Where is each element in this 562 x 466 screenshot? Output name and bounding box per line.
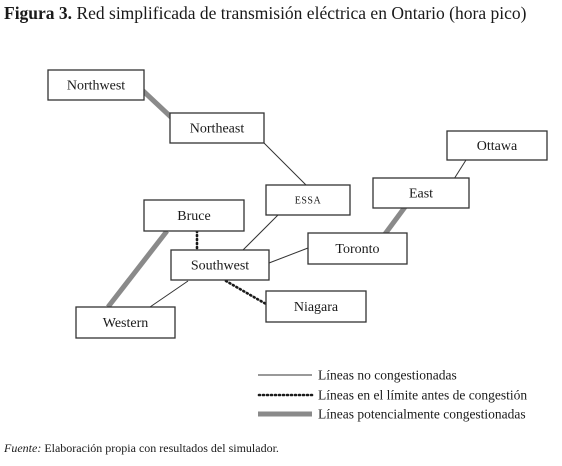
edge-southwest-niagara xyxy=(224,279,268,306)
node-box-southwest xyxy=(170,249,270,281)
node-northeast: Northeast xyxy=(169,112,265,144)
node-label-east: East xyxy=(409,187,433,202)
node-label-northwest: Northwest xyxy=(67,79,125,94)
source-note: Fuente: Elaboración propia con resultado… xyxy=(4,441,279,456)
legend-label-limit: Líneas en el límite antes de congestión xyxy=(318,388,527,403)
node-box-northeast xyxy=(169,112,265,144)
node-label-toronto: Toronto xyxy=(335,242,379,257)
edge-southwest-western xyxy=(149,280,189,308)
edge-bruce-western xyxy=(106,229,169,309)
legend-label-normal: Líneas no congestionadas xyxy=(318,368,457,383)
edges-layer xyxy=(106,86,467,309)
node-northwest: Northwest xyxy=(47,69,145,101)
node-label-southwest: Southwest xyxy=(191,259,249,274)
node-bruce: Bruce xyxy=(143,199,245,232)
edge-east-toronto xyxy=(382,205,408,236)
node-box-bruce xyxy=(143,199,245,232)
node-niagara: Niagara xyxy=(265,290,367,323)
figure-title-text: Red simplificada de transmisión eléctric… xyxy=(76,3,527,23)
legend: Líneas no congestionadas Líneas en el lí… xyxy=(257,368,527,422)
node-western: Western xyxy=(75,306,176,339)
figure-label: Figura 3. xyxy=(4,3,73,23)
node-essa: ESSA xyxy=(265,184,351,216)
node-box-toronto xyxy=(307,232,408,265)
source-text: Elaboración propia con resultados del si… xyxy=(41,441,279,455)
node-box-ottawa xyxy=(446,130,548,161)
node-box-northwest xyxy=(47,69,145,101)
node-ottawa: Ottawa xyxy=(446,130,548,161)
node-label-western: Western xyxy=(103,316,149,331)
node-southwest: Southwest xyxy=(170,249,270,281)
edge-northeast-essa xyxy=(263,142,308,187)
edge-essa-southwest xyxy=(242,214,279,251)
figure-title: Figura 3. Red simplificada de transmisió… xyxy=(4,2,558,24)
node-box-essa xyxy=(265,184,351,216)
node-box-east xyxy=(372,177,470,209)
node-label-northeast: Northeast xyxy=(190,122,245,137)
node-label-niagara: Niagara xyxy=(294,300,339,315)
node-label-bruce: Bruce xyxy=(177,209,210,224)
node-label-ottawa: Ottawa xyxy=(477,139,518,154)
node-label-essa: ESSA xyxy=(295,196,322,207)
legend-label-congested: Líneas potencialmente congestionadas xyxy=(318,407,526,422)
node-box-western xyxy=(75,306,176,339)
edge-toronto-southwest xyxy=(268,247,309,264)
edge-northwest-northeast xyxy=(138,86,174,120)
node-toronto: Toronto xyxy=(307,232,408,265)
node-east: East xyxy=(372,177,470,209)
edge-ottawa-east xyxy=(453,159,467,180)
source-label: Fuente: xyxy=(4,441,42,455)
node-box-niagara xyxy=(265,290,367,323)
